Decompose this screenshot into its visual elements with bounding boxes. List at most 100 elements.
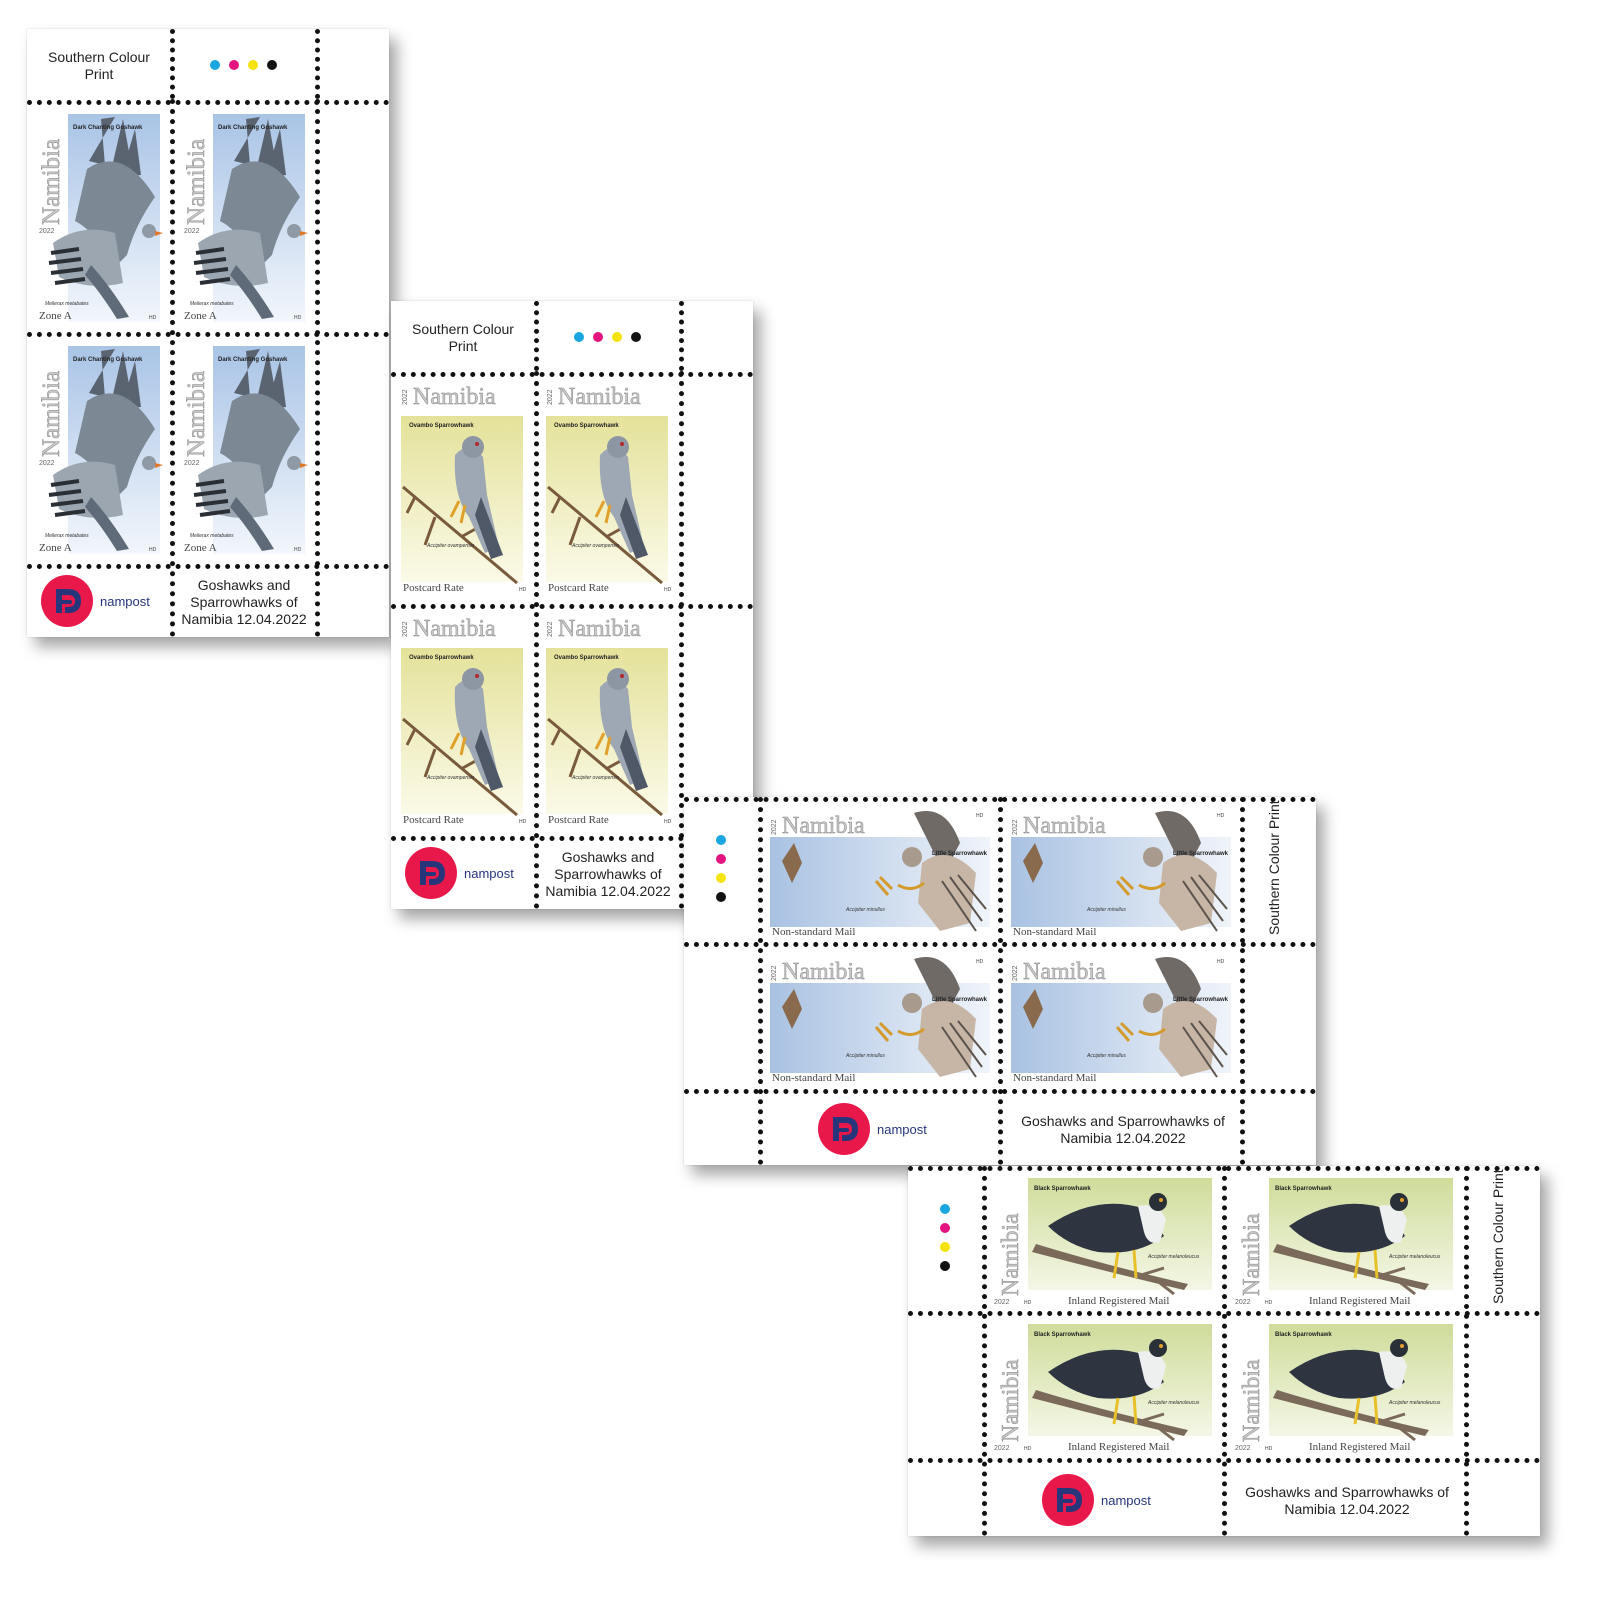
stamp-country: Namibia <box>782 813 865 839</box>
stamp-rate: Non-standard Mail <box>1013 926 1096 938</box>
stamp-artist: HD <box>149 547 157 553</box>
stamp-country: Namibia <box>998 1359 1024 1442</box>
stamp-artist: HD <box>294 547 302 553</box>
stamp-artist: HD <box>294 315 302 321</box>
stamp-year: 2022 <box>771 965 778 981</box>
stamp-sheet-dark-chanting-goshawk: Southern Colour Print Zone A HD 2022 Nam… <box>27 29 389 637</box>
stamp-common-name: Dark Chanting Goshawk <box>73 125 143 131</box>
stamp-country: Namibia <box>558 616 641 642</box>
stamp-country: Namibia <box>998 1213 1024 1296</box>
stamp-common-name: Ovambo Sparrowhawk <box>554 423 619 429</box>
stamp-common-name: Black Sparrowhawk <box>1034 1186 1091 1192</box>
stamp-ovambo-sparrowhawk: Postcard Rate HD 2022 Namibia Ovambo Spa… <box>395 377 532 601</box>
stamp-rate: Postcard Rate <box>403 814 464 826</box>
stamp-year: 2022 <box>39 460 55 467</box>
stamp-scientific-name: Accipiter melanoleucus <box>1388 1254 1441 1260</box>
stamp-sheet-little-sparrowhawk: Southern Colour Print Non-standard Mail … <box>684 797 1316 1165</box>
stamp-scientific-name: Melierax metabates <box>190 301 234 307</box>
stamp-common-name: Ovambo Sparrowhawk <box>409 423 474 429</box>
stamp-little-sparrowhawk: Non-standard Mail HD 2022 Namibia Little… <box>1005 803 1237 939</box>
stamp-artist: HD <box>1217 959 1225 965</box>
stamp-black-sparrowhawk: Inland Registered Mail HD 2022 Namibia B… <box>988 1172 1220 1308</box>
stamp-rate: Non-standard Mail <box>772 1072 855 1084</box>
printer-imprint: Southern Colour Print <box>1490 1169 1506 1304</box>
black-dot <box>940 1261 950 1271</box>
stamp-country: Namibia <box>413 616 496 642</box>
stamp-artist: HD <box>519 587 527 593</box>
stamp-artist: HD <box>1024 1300 1032 1306</box>
printer-imprint: Southern Colour Print <box>412 321 514 354</box>
yellow-dot <box>612 332 622 342</box>
stamp-rate: Zone A <box>39 310 72 322</box>
stamp-scientific-name: Accipiter minullus <box>1086 1053 1126 1059</box>
colour-registration-dots <box>716 835 726 902</box>
stamp-artist: HD <box>664 819 672 825</box>
stamp-country: Namibia <box>558 384 641 410</box>
stamp-common-name: Dark Chanting Goshawk <box>73 357 143 363</box>
stamp-country: Namibia <box>782 959 865 985</box>
stamp-common-name: Black Sparrowhawk <box>1275 1186 1332 1192</box>
nampost-emblem-icon <box>41 575 93 627</box>
stamp-scientific-name: Accipiter minullus <box>845 907 885 913</box>
stamp-artist: HD <box>519 819 527 825</box>
stamp-rate: Zone A <box>39 542 72 554</box>
stamp-rate: Non-standard Mail <box>772 926 855 938</box>
stamp-year: 2022 <box>1235 1445 1251 1452</box>
cyan-dot <box>210 60 220 70</box>
stamp-rate: Postcard Rate <box>403 582 464 594</box>
stamp-rate: Zone A <box>184 310 217 322</box>
cyan-dot <box>716 835 726 845</box>
magenta-dot <box>940 1223 950 1233</box>
stamp-scientific-name: Accipiter ovampensis <box>426 775 475 781</box>
nampost-emblem-icon <box>818 1103 870 1155</box>
stamp-common-name: Little Sparrowhawk <box>1173 997 1229 1003</box>
stamp-country: Namibia <box>1023 959 1106 985</box>
stamp-common-name: Black Sparrowhawk <box>1034 1332 1091 1338</box>
nampost-wordmark: nampost <box>464 865 514 881</box>
stamp-common-name: Little Sparrowhawk <box>932 997 988 1003</box>
magenta-dot <box>716 854 726 864</box>
stamp-little-sparrowhawk: Non-standard Mail HD 2022 Namibia Little… <box>764 803 996 939</box>
stamp-rate: Inland Registered Mail <box>1309 1295 1410 1307</box>
stamp-year: 2022 <box>994 1445 1010 1452</box>
stamp-scientific-name: Accipiter ovampensis <box>426 543 475 549</box>
colour-registration-dots <box>210 60 277 70</box>
cyan-dot <box>940 1204 950 1214</box>
stamp-year: 2022 <box>1012 965 1019 981</box>
stamp-rate: Inland Registered Mail <box>1068 1441 1169 1453</box>
stamp-scientific-name: Melierax metabates <box>45 301 89 307</box>
stamp-scientific-name: Accipiter minullus <box>845 1053 885 1059</box>
black-dot <box>267 60 277 70</box>
stamp-country: Namibia <box>183 139 210 225</box>
stamp-ovambo-sparrowhawk: Postcard Rate HD 2022 Namibia Ovambo Spa… <box>395 609 532 833</box>
stamp-year: 2022 <box>547 389 554 405</box>
stamp-common-name: Little Sparrowhawk <box>932 851 988 857</box>
stamp-rate: Inland Registered Mail <box>1068 1295 1169 1307</box>
stamp-common-name: Little Sparrowhawk <box>1173 851 1229 857</box>
issue-caption: Goshawks and Sparrowhawks of Namibia 12.… <box>545 849 671 899</box>
cyan-dot <box>574 332 584 342</box>
issue-caption: Goshawks and Sparrowhawks of Namibia 12.… <box>1021 1113 1225 1146</box>
magenta-dot <box>229 60 239 70</box>
nampost-logo: nampost <box>1042 1474 1151 1526</box>
black-dot <box>716 892 726 902</box>
stamp-country: Namibia <box>413 384 496 410</box>
stamp-common-name: Dark Chanting Goshawk <box>218 357 288 363</box>
stamp-scientific-name: Accipiter ovampensis <box>571 543 620 549</box>
nampost-logo: nampost <box>41 575 150 627</box>
stamp-black-sparrowhawk: Inland Registered Mail HD 2022 Namibia B… <box>1229 1172 1461 1308</box>
stamp-denomination: Zone A <box>39 310 72 322</box>
stamp-artist: HD <box>149 315 157 321</box>
stamp-scientific-name: Accipiter melanoleucus <box>1147 1400 1200 1406</box>
stamp-artist: HD <box>1265 1446 1273 1452</box>
stamp-dark-chanting-goshawk: Zone A HD 2022 Namibia Dark Chanting Gos… <box>176 105 313 329</box>
stamp-ovambo-sparrowhawk: Postcard Rate HD 2022 Namibia Ovambo Spa… <box>540 377 677 601</box>
printer-imprint: Southern Colour Print <box>48 49 150 82</box>
nampost-emblem-icon <box>405 847 457 899</box>
nampost-emblem-icon <box>1042 1474 1094 1526</box>
printer-imprint: Southern Colour Print <box>1266 800 1282 935</box>
nampost-wordmark: nampost <box>100 593 150 609</box>
stamp-country: Namibia <box>38 139 65 225</box>
yellow-dot <box>716 873 726 883</box>
stamp-country: Namibia <box>1239 1213 1265 1296</box>
